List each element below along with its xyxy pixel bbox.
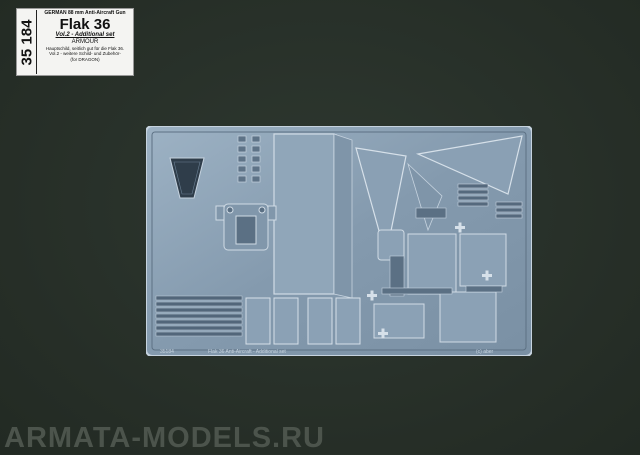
part-ladder-strips xyxy=(457,183,523,219)
part-wedge-left xyxy=(355,147,407,257)
part-small-brackets xyxy=(381,207,503,297)
part-bracket xyxy=(215,203,277,251)
label-subtitle: Vol.2 - Additional set xyxy=(55,32,115,38)
label-description-2: Vol.2 - weitere Schild- und Zubehör- xyxy=(49,51,121,57)
part-bottom-rows xyxy=(155,295,243,337)
watermark: ARMATA-MODELS.RU xyxy=(4,422,325,454)
fret-code-mark: 35184 xyxy=(160,349,174,355)
fret-center-text: Flak 36 Anti-Aircraft - Additional set xyxy=(208,349,286,355)
part-trapezoid-shield xyxy=(169,157,205,199)
product-label-card: 35 184 GERMAN 88 mm Anti-Aircraft Gun Fl… xyxy=(16,8,134,76)
label-description-1: Hauptschild, seitlich gut für die Flak 3… xyxy=(45,46,125,51)
label-text-block: GERMAN 88 mm Anti-Aircraft Gun Flak 36 V… xyxy=(39,10,131,62)
part-rib-column xyxy=(237,135,261,183)
part-tall-panels xyxy=(245,297,361,345)
part-wedge-right xyxy=(415,135,523,195)
label-description-3: (for DRAGON) xyxy=(70,56,100,62)
label-line1: GERMAN 88 mm Anti-Aircraft Gun xyxy=(44,10,126,16)
fret-right-mark: (c) aber xyxy=(476,349,494,355)
part-crosses xyxy=(367,222,492,339)
label-category: ARMOUR xyxy=(71,39,99,45)
photo-etched-fret: 35184 Flak 36 Anti-Aircraft - Additional… xyxy=(146,126,532,356)
product-code: 35 184 xyxy=(18,10,37,74)
label-title: Flak 36 xyxy=(59,16,111,33)
part-large-shield-plate xyxy=(273,133,335,295)
